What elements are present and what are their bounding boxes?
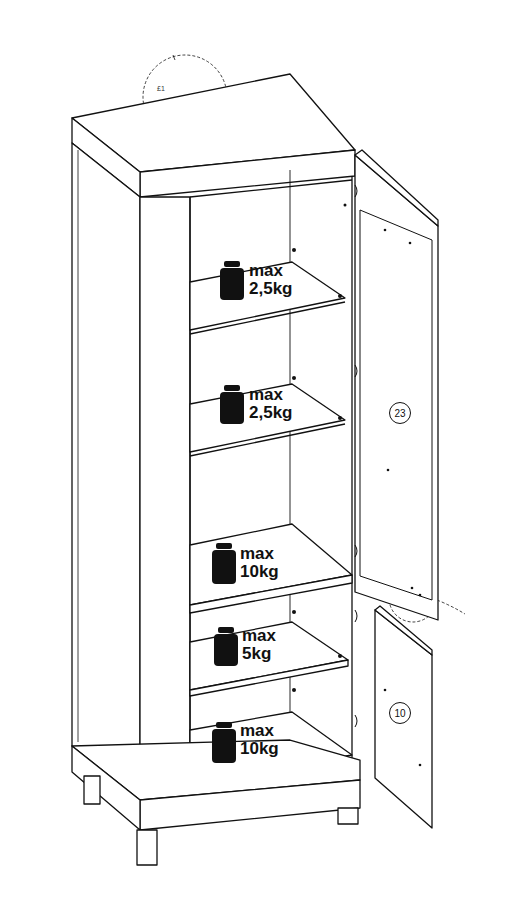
weight-limit: max 10kg (240, 722, 279, 758)
leg (137, 830, 157, 865)
weight-limit: max 10kg (240, 545, 279, 581)
weight-limit: max 2,5kg (249, 262, 292, 298)
top-front (140, 150, 355, 197)
detail-leader (437, 600, 465, 614)
detail-tick (173, 55, 175, 60)
weight-icon (212, 261, 244, 763)
side-panel (72, 143, 140, 800)
glass-shelf (190, 384, 345, 452)
detail-mark: £1 (157, 85, 165, 92)
weight-limit: max 2,5kg (249, 386, 292, 422)
weight-limit: max 5kg (242, 627, 276, 663)
front-stile (140, 197, 190, 782)
glass-door (355, 155, 438, 620)
callout-number: 23 (394, 408, 405, 419)
glass-shelf (190, 262, 345, 330)
callout-circle: 10 (389, 702, 411, 724)
callout-circle: 23 (389, 402, 411, 424)
leg (84, 776, 100, 804)
leg (338, 808, 358, 824)
callout-number: 10 (394, 708, 405, 719)
